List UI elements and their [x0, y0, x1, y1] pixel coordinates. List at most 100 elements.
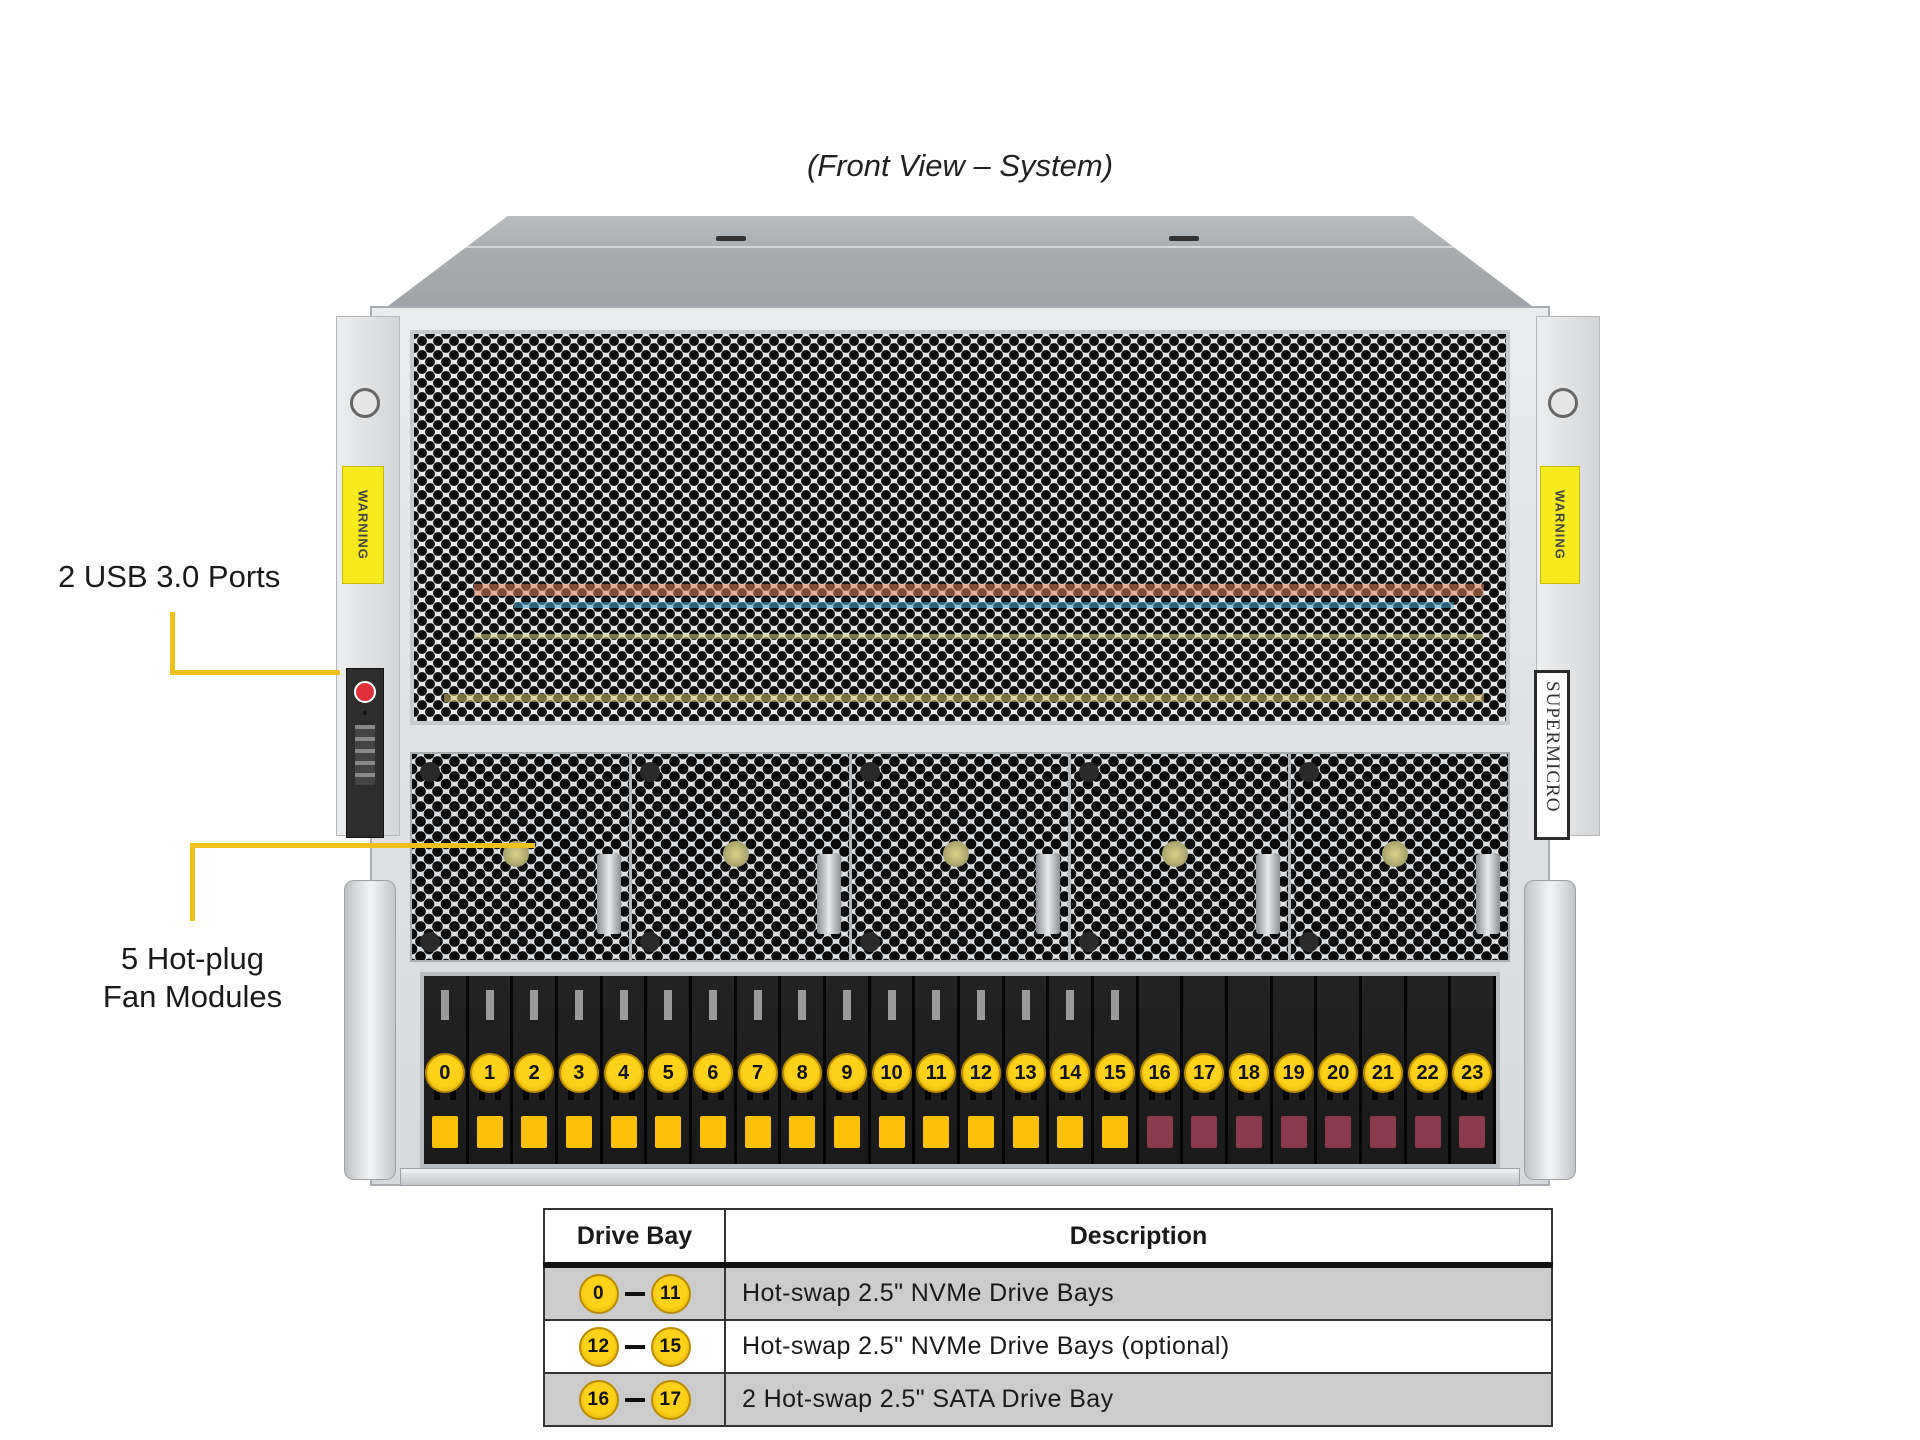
drive-release-latch[interactable] — [565, 1116, 592, 1148]
drive-number-badge: 18 — [1228, 1053, 1269, 1093]
drive-bay-10[interactable]: 10 — [870, 976, 916, 1164]
fan-module[interactable] — [412, 754, 632, 960]
drive-label — [1066, 990, 1075, 1020]
usb-ports[interactable] — [355, 725, 375, 785]
brand-plate: SUPERMICRO — [1534, 670, 1570, 840]
drive-bay-21[interactable]: 21 — [1362, 976, 1407, 1164]
drive-release-latch[interactable] — [1101, 1116, 1128, 1148]
screw-icon — [1079, 932, 1100, 952]
fan-hub-icon — [1382, 840, 1409, 867]
drive-release-latch[interactable] — [1191, 1116, 1218, 1148]
drive-bay-2[interactable]: 2 — [513, 976, 559, 1164]
drive-bay-1[interactable]: 1 — [468, 976, 514, 1164]
header-description: Description — [724, 1208, 1553, 1268]
drive-number-badge: 16 — [1139, 1053, 1180, 1093]
fan-handle[interactable] — [1256, 854, 1281, 934]
drive-number-badge: 14 — [1050, 1053, 1091, 1093]
fan-module[interactable] — [851, 754, 1072, 960]
drive-bay-18[interactable]: 18 — [1228, 976, 1273, 1164]
drive-bay-9[interactable]: 9 — [826, 976, 871, 1164]
drive-release-latch[interactable] — [1414, 1116, 1441, 1148]
screw-icon — [420, 932, 440, 952]
drive-release-latch[interactable] — [833, 1116, 860, 1148]
drive-release-latch[interactable] — [878, 1116, 905, 1148]
drive-bay-11[interactable]: 11 — [915, 976, 961, 1164]
drive-release-latch[interactable] — [923, 1116, 950, 1148]
callout-fan-modules: 5 Hot-plug Fan Modules — [90, 940, 295, 1016]
fan-handle[interactable] — [1036, 854, 1061, 934]
internal-detail — [474, 634, 1484, 639]
drive-release-latch[interactable] — [1057, 1116, 1084, 1148]
drive-bay-22[interactable]: 22 — [1406, 976, 1452, 1164]
fan-module[interactable] — [631, 754, 852, 960]
chassis-top-cover — [380, 216, 1540, 312]
drive-bay-23[interactable]: 23 — [1451, 976, 1497, 1164]
drive-bay-0[interactable]: 0 — [424, 976, 469, 1164]
drive-bay-3[interactable]: 3 — [558, 976, 603, 1164]
drive-number-badge: 7 — [737, 1053, 778, 1093]
drive-release-latch[interactable] — [1235, 1116, 1262, 1148]
drive-label — [530, 990, 539, 1020]
internal-detail — [514, 602, 1454, 608]
drive-bay-15[interactable]: 15 — [1094, 976, 1139, 1164]
range-dash — [624, 1344, 645, 1349]
leader-line-fans — [190, 843, 535, 848]
fan-module[interactable] — [1291, 754, 1508, 960]
screw-icon — [1079, 762, 1100, 782]
callout-line: Fan Modules — [102, 979, 283, 1014]
fan-handle[interactable] — [816, 854, 841, 934]
drive-number-badge: 4 — [603, 1053, 644, 1093]
drive-label — [574, 990, 583, 1020]
power-button[interactable] — [354, 681, 376, 703]
drive-label — [708, 990, 717, 1020]
fan-handle[interactable] — [1475, 854, 1500, 934]
drive-release-latch[interactable] — [610, 1116, 637, 1148]
screw-icon — [859, 932, 880, 952]
drive-release-latch[interactable] — [1369, 1116, 1396, 1148]
drive-bay-20[interactable]: 20 — [1317, 976, 1363, 1164]
drive-bay-8[interactable]: 8 — [781, 976, 827, 1164]
range-dash — [624, 1397, 645, 1402]
drive-number-badge: 20 — [1318, 1053, 1359, 1093]
drive-label — [753, 990, 762, 1020]
drive-release-latch[interactable] — [655, 1116, 682, 1148]
drive-release-latch[interactable] — [1325, 1116, 1352, 1148]
drive-release-latch[interactable] — [789, 1116, 816, 1148]
screw-icon — [1299, 932, 1320, 952]
drive-bay-12[interactable]: 12 — [960, 976, 1005, 1164]
drive-bay-7[interactable]: 7 — [736, 976, 782, 1164]
drive-bay-19[interactable]: 19 — [1272, 976, 1318, 1164]
drive-release-latch[interactable] — [744, 1116, 771, 1148]
fan-hub-icon — [942, 840, 969, 867]
drive-bay-5[interactable]: 5 — [647, 976, 693, 1164]
drive-release-latch[interactable] — [1146, 1116, 1173, 1148]
drive-release-latch[interactable] — [699, 1116, 726, 1148]
drive-number-badge: 19 — [1273, 1053, 1314, 1093]
drive-bay-14[interactable]: 14 — [1049, 976, 1095, 1164]
drive-release-latch[interactable] — [1459, 1116, 1486, 1148]
diagram-title: (Front View – System) — [806, 148, 1114, 183]
drive-label — [932, 990, 941, 1020]
warning-text: WARNING — [1552, 490, 1568, 560]
screw-icon — [1299, 762, 1320, 782]
drive-bay-17[interactable]: 17 — [1183, 976, 1229, 1164]
left-chassis-handle[interactable] — [344, 880, 396, 1180]
drive-label — [619, 990, 628, 1020]
drive-label — [1110, 990, 1119, 1020]
drive-label — [887, 990, 896, 1020]
drive-bay-16[interactable]: 16 — [1138, 976, 1184, 1164]
fan-handle[interactable] — [596, 854, 621, 934]
drive-bay-4[interactable]: 4 — [602, 976, 648, 1164]
fan-module[interactable] — [1071, 754, 1292, 960]
drive-release-latch[interactable] — [1012, 1116, 1039, 1148]
drive-bay-6[interactable]: 6 — [692, 976, 737, 1164]
right-chassis-handle[interactable] — [1524, 880, 1576, 1180]
drive-release-latch[interactable] — [431, 1116, 458, 1148]
drive-release-latch[interactable] — [476, 1116, 503, 1148]
drive-release-latch[interactable] — [521, 1116, 548, 1148]
drive-release-latch[interactable] — [1280, 1116, 1307, 1148]
drive-bay-13[interactable]: 13 — [1004, 976, 1050, 1164]
drive-release-latch[interactable] — [967, 1116, 994, 1148]
